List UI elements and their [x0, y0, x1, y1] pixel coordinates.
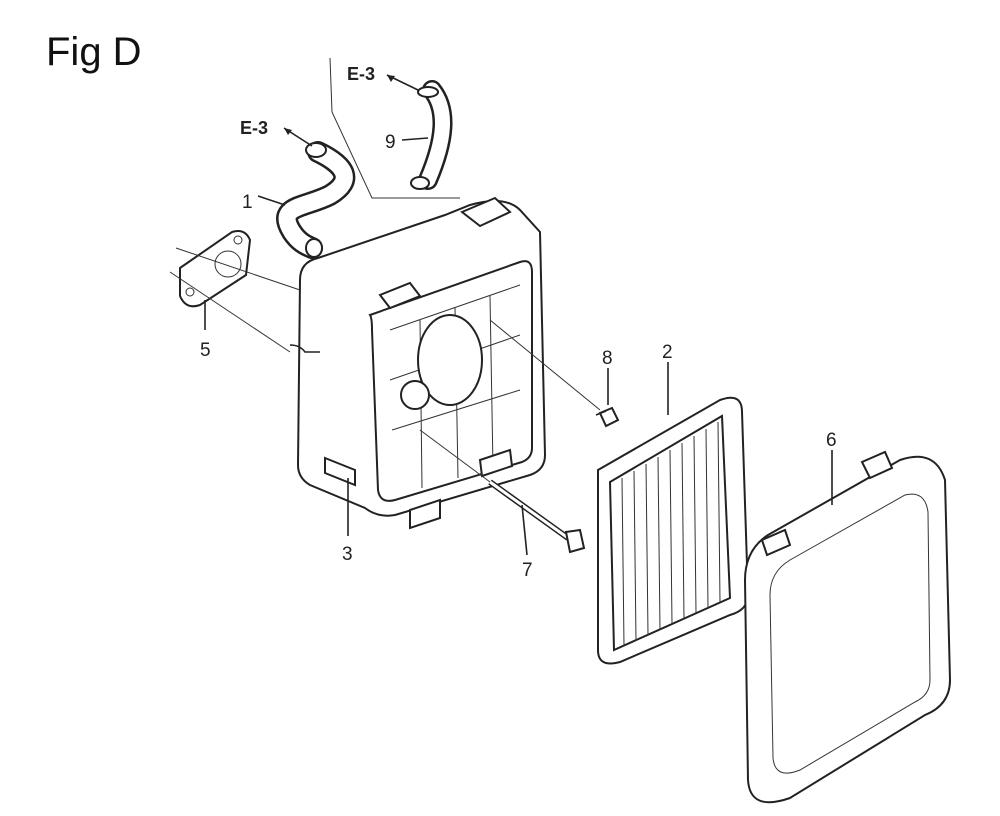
guide-line-bolt-8: [489, 319, 601, 411]
callout-9: 9: [385, 132, 396, 153]
guide-line-bolt-7: [419, 429, 491, 483]
reference-label-lower: E-3: [240, 118, 268, 138]
leader-9: [401, 137, 429, 141]
callout-5: 5: [200, 340, 211, 361]
leader-lines: [169, 57, 833, 556]
guide-line-top: [329, 57, 460, 199]
gasket-part-5: [179, 230, 252, 308]
guide-line-gasket-b: [169, 271, 291, 353]
cover-part-6: [743, 450, 952, 804]
filter-element-part-2: [597, 396, 750, 665]
leader-7: [521, 504, 528, 556]
hose-part-1: [276, 141, 356, 259]
callout-1: 1: [242, 192, 253, 213]
callout-6: 6: [826, 430, 837, 451]
callout-3: 3: [342, 544, 353, 565]
case-part-3: [289, 196, 547, 530]
ref-arrowhead-upper: [387, 75, 395, 82]
bolt-part-8: [595, 406, 620, 428]
bolt-part-7: [488, 479, 586, 554]
figure-title: Fig D: [46, 30, 142, 74]
guide-line-gasket-a: [175, 247, 301, 291]
leader-1: [257, 195, 286, 206]
callout-8: 8: [602, 348, 613, 369]
callout-2: 2: [662, 342, 673, 363]
hose-part-9: [410, 80, 453, 190]
callout-7: 7: [522, 560, 533, 581]
reference-label-upper: E-3: [347, 64, 375, 84]
ref-arrowhead-lower: [284, 128, 292, 135]
